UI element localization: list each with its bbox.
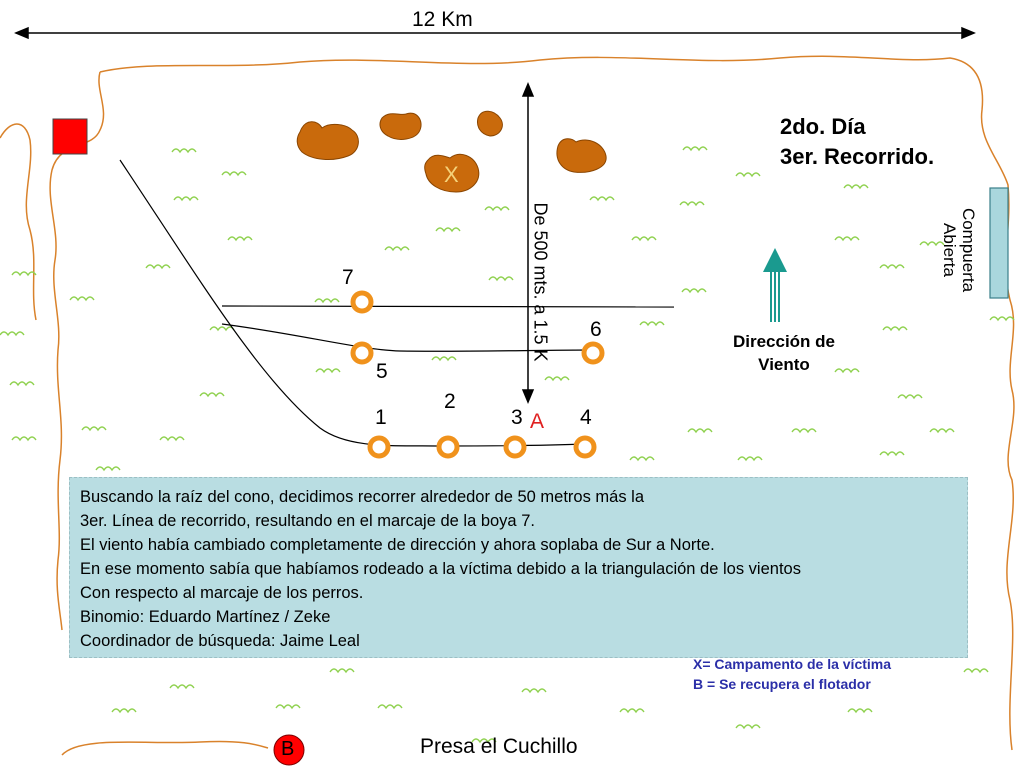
scale-label: 12 Km [412,8,473,31]
info-line-6: Binomio: Eduardo Martínez / Zeke [80,608,331,626]
marker-a-label: A [530,410,545,433]
buoy-2 [436,435,460,459]
distance-label-text: De 500 mts. a 1.5 K [530,202,551,362]
search-line-middle [221,323,595,352]
wind-label: Dirección de Viento [732,332,836,374]
buoy-3 [503,435,527,459]
rock-formations [296,110,607,193]
day-title: 2do. Día 3er. Recorrido. [780,112,934,172]
wind-direction-arrow [763,248,787,322]
rock-2 [379,112,422,140]
marker-x-label: X [444,162,459,187]
info-line-4: En ese momento sabía que habíamos rodead… [80,560,801,578]
buoy-label-4: 4 [580,406,592,429]
buoys [350,290,605,459]
red-square-marker [52,118,88,155]
buoy-label-6: 6 [590,318,602,341]
rock-1 [296,121,359,160]
buoy-label-7: 7 [342,266,354,289]
day-title-line-1: 2do. Día [780,114,866,139]
search-line-top [221,305,675,308]
legend-b: B = Se recupera el flotador [693,676,871,692]
legend: X= Campamento de la víctima B = Se recup… [693,654,891,694]
legend-x: X= Campamento de la víctima [693,656,892,672]
buoy-label-1: 1 [375,406,387,429]
day-title-line-2: 3er. Recorrido. [780,144,935,169]
info-line-1: Buscando la raíz del cono, decidimos rec… [80,488,645,506]
gate-label-line-2: Abierta [940,223,959,277]
buoy-label-3: 3 [511,406,523,429]
gate-label-line-1: Compuerta [959,207,978,293]
dam-label: Presa el Cuchillo [420,735,578,758]
info-box: Buscando la raíz del cono, decidimos rec… [69,477,968,658]
info-line-5: Con respecto al marcaje de los perros. [80,584,364,602]
rock-3 [477,110,503,137]
buoy-4 [573,435,597,459]
marker-b-label: B [281,738,295,760]
info-line-2: 3er. Línea de recorrido, resultando en e… [80,512,535,530]
buoy-label-2: 2 [444,390,456,413]
b-marker-circle [273,734,305,766]
distance-label: De 500 mts. a 1.5 K [520,192,560,372]
shoreline [0,55,1015,751]
buoy-6 [581,341,605,365]
buoy-1 [367,435,391,459]
rock-4 [424,153,480,193]
buoy-7 [350,290,374,314]
grass-marks [0,146,1015,744]
distance-arrow [521,82,535,404]
buoy-label-5: 5 [376,360,388,383]
open-gate [989,187,1009,299]
info-line-7: Coordinador de búsqueda: Jaime Leal [80,632,360,650]
scale-arrow [14,26,976,40]
buoy-5 [350,341,374,365]
rock-5 [556,138,607,173]
gate-label: Compuerta Abierta [936,200,982,300]
shoreline-south [61,740,269,756]
search-lines [119,159,675,447]
info-line-3: El viento había cambiado completamente d… [80,536,715,554]
